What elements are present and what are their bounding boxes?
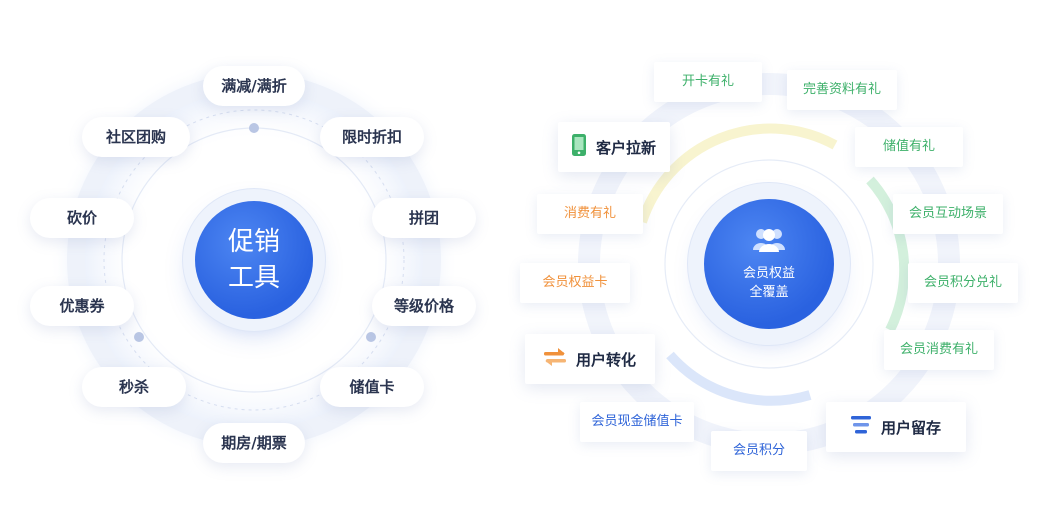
card-user-conversion[interactable]: 用户转化 [525,334,655,384]
promo-item-bargain[interactable]: 砍价 [30,198,134,238]
right-arc-blue [666,351,812,406]
promo-item-full-reduction[interactable]: 满减/满折 [203,66,305,106]
tag-points-redeem[interactable]: 会员积分兑礼 [908,263,1018,303]
tag-member-benefit-card[interactable]: 会员权益卡 [520,263,630,303]
promo-item-flash-discount[interactable]: 限时折扣 [320,117,424,157]
promo-item-stored-value-card[interactable]: 储值卡 [320,367,424,407]
ring-dot [366,332,376,342]
center-title-line2: 全覆盖 [749,285,789,300]
card-label: 用户转化 [575,350,636,369]
tag-cash-stored-card[interactable]: 会员现金储值卡 [580,402,694,442]
center-title-line1: 促销 [227,227,280,257]
ring-dot [134,332,144,342]
exchange-icon [543,348,566,370]
promo-tools-center: 促销 工具 [195,201,313,319]
tag-member-interaction[interactable]: 会员互动场景 [893,194,1003,234]
promo-item-coupon[interactable]: 优惠券 [30,286,134,326]
right-arc-yellow [637,123,838,224]
promo-item-group-buy[interactable]: 拼团 [372,198,476,238]
phone-icon [571,134,586,160]
people-icon [752,226,786,258]
right-arc-green [866,176,910,333]
tag-profile-gift[interactable]: 完善资料有礼 [787,70,897,110]
promo-item-futures[interactable]: 期房/期票 [203,423,305,463]
card-label: 用户留存 [880,418,941,437]
member-benefits-center: 会员权益 全覆盖 [704,199,834,329]
card-customer-acquisition[interactable]: 客户拉新 [558,122,670,172]
center-title-line1: 会员权益 [742,266,795,281]
tag-member-points[interactable]: 会员积分 [711,431,807,471]
tag-spend-gift[interactable]: 消费有礼 [537,194,643,234]
promo-item-flash-sale[interactable]: 秒杀 [82,367,186,407]
card-user-retention[interactable]: 用户留存 [826,402,966,452]
promo-item-tier-price[interactable]: 等级价格 [372,286,476,326]
promo-item-community-group-buy[interactable]: 社区团购 [82,117,190,157]
card-label: 客户拉新 [595,138,656,157]
center-title-line2: 工具 [227,263,280,293]
tag-member-spend-gift[interactable]: 会员消费有礼 [884,330,994,370]
ring-dot [249,123,259,133]
tag-stored-value-gift[interactable]: 储值有礼 [855,127,963,167]
right-inner-ring [664,159,874,369]
left-dashed-ring [103,109,405,411]
tag-open-card-gift[interactable]: 开卡有礼 [654,62,762,102]
stack-lines-icon [850,416,871,438]
